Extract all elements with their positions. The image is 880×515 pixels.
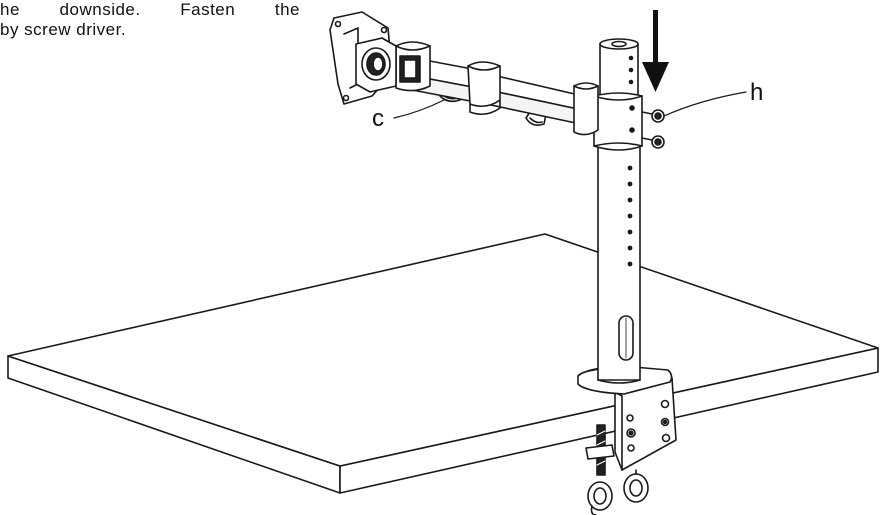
callout-c-label: c — [372, 105, 384, 132]
callout-c: c — [372, 99, 445, 132]
instruction-line-2: by screw driver. — [0, 20, 127, 39]
monitor-arm — [395, 41, 599, 136]
clamp-lower-plate — [585, 444, 615, 460]
down-arrow-icon — [642, 10, 669, 92]
callout-h: h — [663, 79, 763, 117]
desk — [7, 233, 879, 494]
screw-lower — [641, 135, 665, 149]
instruction-text: he downside. Fasten the by screw driver. — [0, 0, 300, 40]
callout-c-leader — [393, 99, 445, 119]
arm-joint-rear — [573, 82, 599, 136]
screw-upper — [641, 109, 665, 123]
collar-body — [593, 92, 643, 151]
vesa-plate — [329, 11, 397, 105]
screws-h — [641, 109, 665, 149]
callout-h-label: h — [750, 79, 763, 106]
pole — [597, 38, 641, 384]
clamp — [577, 365, 677, 515]
callout-h-leader — [663, 91, 747, 117]
collar — [593, 92, 643, 151]
instruction-line-1: he downside. Fasten the — [0, 0, 300, 19]
desk-top — [7, 233, 879, 467]
